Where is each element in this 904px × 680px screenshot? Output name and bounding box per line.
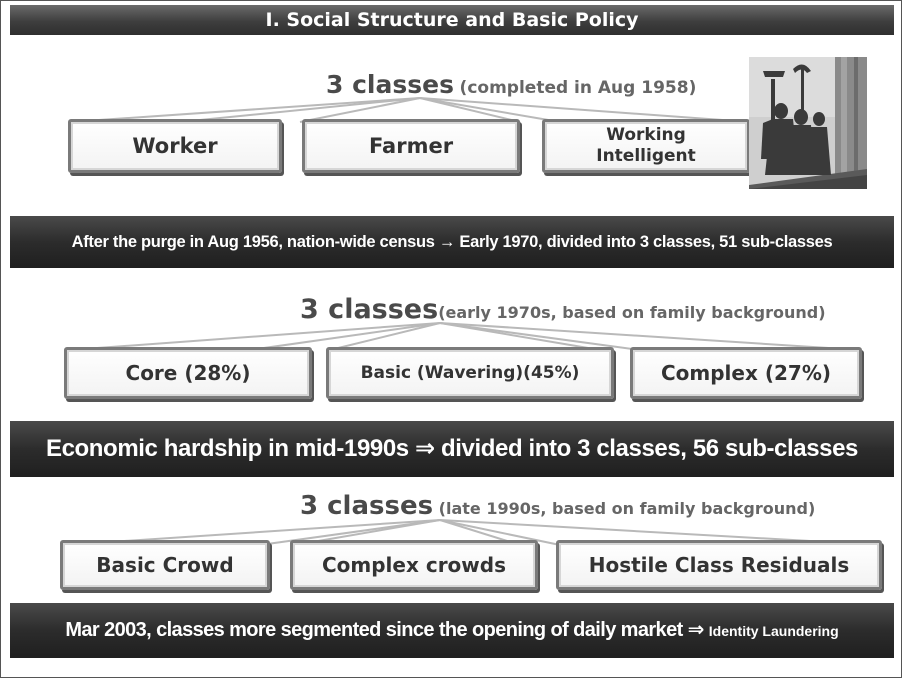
section1-heading-sub: (completed in Aug 1958) <box>459 78 697 98</box>
slide-title: I. Social Structure and Basic Policy <box>10 5 894 35</box>
class-box-working-intelligent: Working Intelligent <box>542 119 750 173</box>
band-2003-segmentation: Mar 2003, classes more segmented since t… <box>10 603 894 658</box>
band3-identity-laundering: Identity Laundering <box>708 623 839 639</box>
section3-heading: 3 classes (late 1990s, based on family b… <box>300 491 815 521</box>
class-box-complex-crowds: Complex crowds <box>290 540 538 590</box>
section3-heading-sub: (late 1990s, based on family background) <box>438 499 816 518</box>
section1-heading-main: 3 classes <box>326 70 454 99</box>
class-box-hostile-class-residuals: Hostile Class Residuals <box>556 540 882 590</box>
class-box-basic-wavering: Basic (Wavering)(45%) <box>326 347 614 399</box>
monument-photo <box>749 57 867 189</box>
band-purge-census: After the purge in Aug 1956, nation-wide… <box>10 216 894 268</box>
class-box-complex: Complex (27%) <box>630 347 862 399</box>
section3-heading-main: 3 classes <box>300 491 434 521</box>
section2-heading: 3 classes(early 1970s, based on family b… <box>300 294 826 325</box>
class-box-worker: Worker <box>68 119 282 173</box>
class-box-basic-crowd: Basic Crowd <box>60 540 270 590</box>
section1-heading: 3 classes (completed in Aug 1958) <box>326 70 696 99</box>
section2-heading-sub: (early 1970s, based on family background… <box>438 303 826 322</box>
section2-heading-main: 3 classes <box>300 294 439 325</box>
band-economic-hardship: Economic hardship in mid-1990s ⇒ divided… <box>10 421 894 477</box>
class-box-farmer: Farmer <box>302 119 520 173</box>
class-box-core: Core (28%) <box>64 347 312 399</box>
band3-main-text: Mar 2003, classes more segmented since t… <box>65 619 704 641</box>
